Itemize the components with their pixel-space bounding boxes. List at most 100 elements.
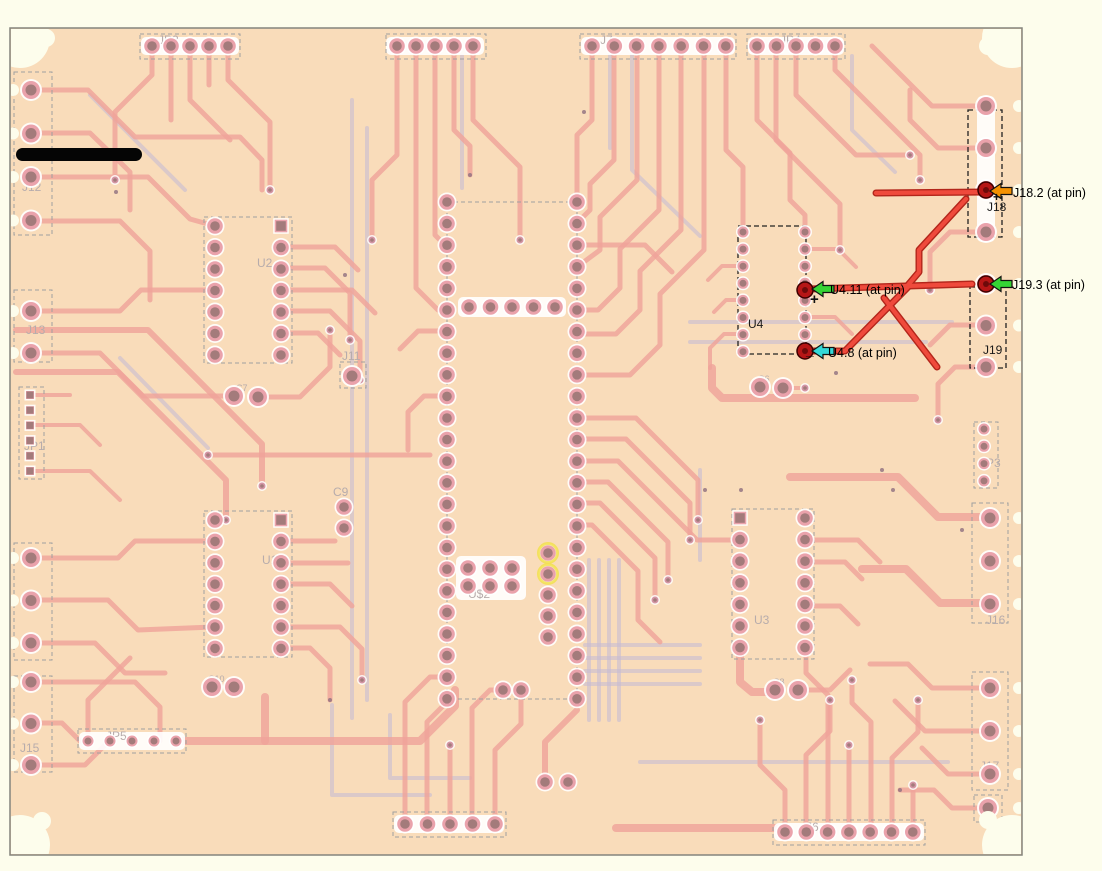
top-trace[interactable]: [85, 655, 133, 744]
pad-U12[interactable]: [567, 278, 587, 298]
top-trace[interactable]: [574, 458, 736, 543]
top-trace[interactable]: [397, 328, 450, 352]
top-trace[interactable]: [708, 364, 919, 402]
pad-U12[interactable]: [567, 689, 587, 709]
bottom-trace[interactable]: [388, 713, 472, 780]
pad-U12[interactable]: [567, 494, 587, 514]
outline-JP5[interactable]: [77, 728, 187, 754]
pad-JP1[interactable]: [24, 450, 36, 462]
pad-U12-grid[interactable]: [480, 576, 500, 596]
pad-U2[interactable]: [205, 238, 225, 257]
pad-U1[interactable]: [205, 510, 225, 530]
pad-U12[interactable]: [567, 516, 587, 536]
pad-U12[interactable]: [567, 343, 587, 363]
top-trace[interactable]: [278, 624, 365, 683]
pad-bottom-conn[interactable]: [440, 814, 460, 834]
pad-J12[interactable]: [20, 122, 42, 145]
highlight-trace[interactable]: [881, 295, 940, 370]
top-trace[interactable]: [278, 645, 333, 703]
pad-U12[interactable]: [437, 624, 457, 644]
pad-J7[interactable]: [582, 36, 602, 56]
top-trace[interactable]: [492, 697, 524, 827]
top-trace[interactable]: [28, 469, 122, 502]
pad-U2[interactable]: [205, 281, 225, 300]
pad-U3[interactable]: [795, 573, 815, 593]
pad-J17[interactable]: [979, 720, 1001, 742]
pad-U3[interactable]: [730, 551, 750, 571]
top-trace[interactable]: [278, 287, 378, 316]
pad-J19[interactable]: [975, 314, 997, 337]
pad-U2[interactable]: [271, 324, 291, 343]
pad-JP4[interactable]: [747, 36, 767, 56]
pad-U12[interactable]: [437, 516, 457, 536]
outline-P-aux[interactable]: [973, 794, 1003, 823]
pad-U3[interactable]: [795, 638, 815, 658]
pad-J13[interactable]: [20, 300, 42, 322]
pad-U2[interactable]: [205, 345, 225, 365]
pad-J7[interactable]: [694, 36, 713, 56]
pad-U2[interactable]: [205, 259, 225, 279]
top-trace[interactable]: [802, 559, 865, 582]
pad-JP2[interactable]: [180, 36, 200, 56]
top-trace[interactable]: [13, 327, 265, 489]
pad-U12[interactable]: [567, 300, 587, 320]
pad-U12-midrow[interactable]: [481, 297, 500, 317]
top-trace[interactable]: [757, 717, 788, 835]
pad-J16[interactable]: [979, 550, 1001, 572]
net-endpoint-label[interactable]: J18.2 (at pin): [1013, 186, 1086, 200]
pad-U12-midrow[interactable]: [524, 297, 543, 317]
pad-JP4[interactable]: [786, 36, 806, 56]
pad-J12[interactable]: [20, 79, 42, 101]
pad-U12[interactable]: [437, 559, 457, 579]
pad-U12[interactable]: [567, 581, 587, 601]
top-trace[interactable]: [802, 603, 861, 627]
pad-JP2[interactable]: [218, 36, 238, 56]
pad-U12[interactable]: [437, 214, 457, 234]
pad-C7[interactable]: [247, 386, 269, 408]
pad-J16[interactable]: [979, 593, 1001, 615]
bottom-trace[interactable]: [850, 54, 897, 174]
pad-J12[interactable]: [20, 209, 42, 232]
pad-U4[interactable]: [736, 344, 750, 359]
top-trace[interactable]: [28, 679, 163, 744]
pad-U12[interactable]: [567, 667, 587, 687]
pad-U12[interactable]: [437, 300, 457, 320]
top-trace[interactable]: [897, 787, 991, 811]
pad-U1[interactable]: [205, 553, 225, 573]
pad-C9[interactable]: [334, 497, 354, 517]
outline-JP1[interactable]: [18, 386, 45, 480]
top-trace[interactable]: [574, 43, 662, 313]
pad-U1[interactable]: [205, 531, 225, 551]
top-trace[interactable]: [773, 43, 843, 253]
top-trace[interactable]: [278, 330, 343, 358]
outline-J11[interactable]: [339, 361, 367, 389]
pad-U1[interactable]: [271, 531, 291, 551]
pad-U12-midrow[interactable]: [545, 297, 565, 317]
top-trace[interactable]: [927, 322, 989, 348]
outline-top-conn-2[interactable]: [385, 33, 487, 60]
top-trace[interactable]: [28, 174, 218, 229]
pad-U3[interactable]: [795, 594, 815, 614]
pad-U12[interactable]: [437, 430, 457, 450]
pad-U12[interactable]: [567, 365, 587, 385]
top-trace[interactable]: [858, 565, 994, 607]
pad-JP4[interactable]: [767, 36, 786, 56]
top-trace[interactable]: [187, 43, 233, 143]
top-trace[interactable]: [892, 698, 993, 734]
pad-U3[interactable]: [730, 594, 750, 614]
top-trace[interactable]: [574, 479, 671, 583]
pad-bottom-conn[interactable]: [418, 814, 437, 834]
top-trace[interactable]: [28, 538, 216, 561]
pad-U2[interactable]: [271, 238, 291, 257]
pad-JP3[interactable]: [977, 439, 991, 454]
pad-U12[interactable]: [567, 192, 587, 212]
top-trace[interactable]: [869, 43, 989, 109]
net-endpoint-label[interactable]: J19.3 (at pin): [1012, 278, 1085, 292]
pad-top-conn-2[interactable]: [406, 36, 426, 56]
pad-JP4[interactable]: [806, 36, 825, 56]
top-trace[interactable]: [574, 522, 663, 645]
pad-J7[interactable]: [671, 36, 691, 56]
top-trace[interactable]: [28, 218, 153, 303]
pad-U12[interactable]: [437, 408, 457, 428]
pad-U12[interactable]: [567, 235, 587, 255]
